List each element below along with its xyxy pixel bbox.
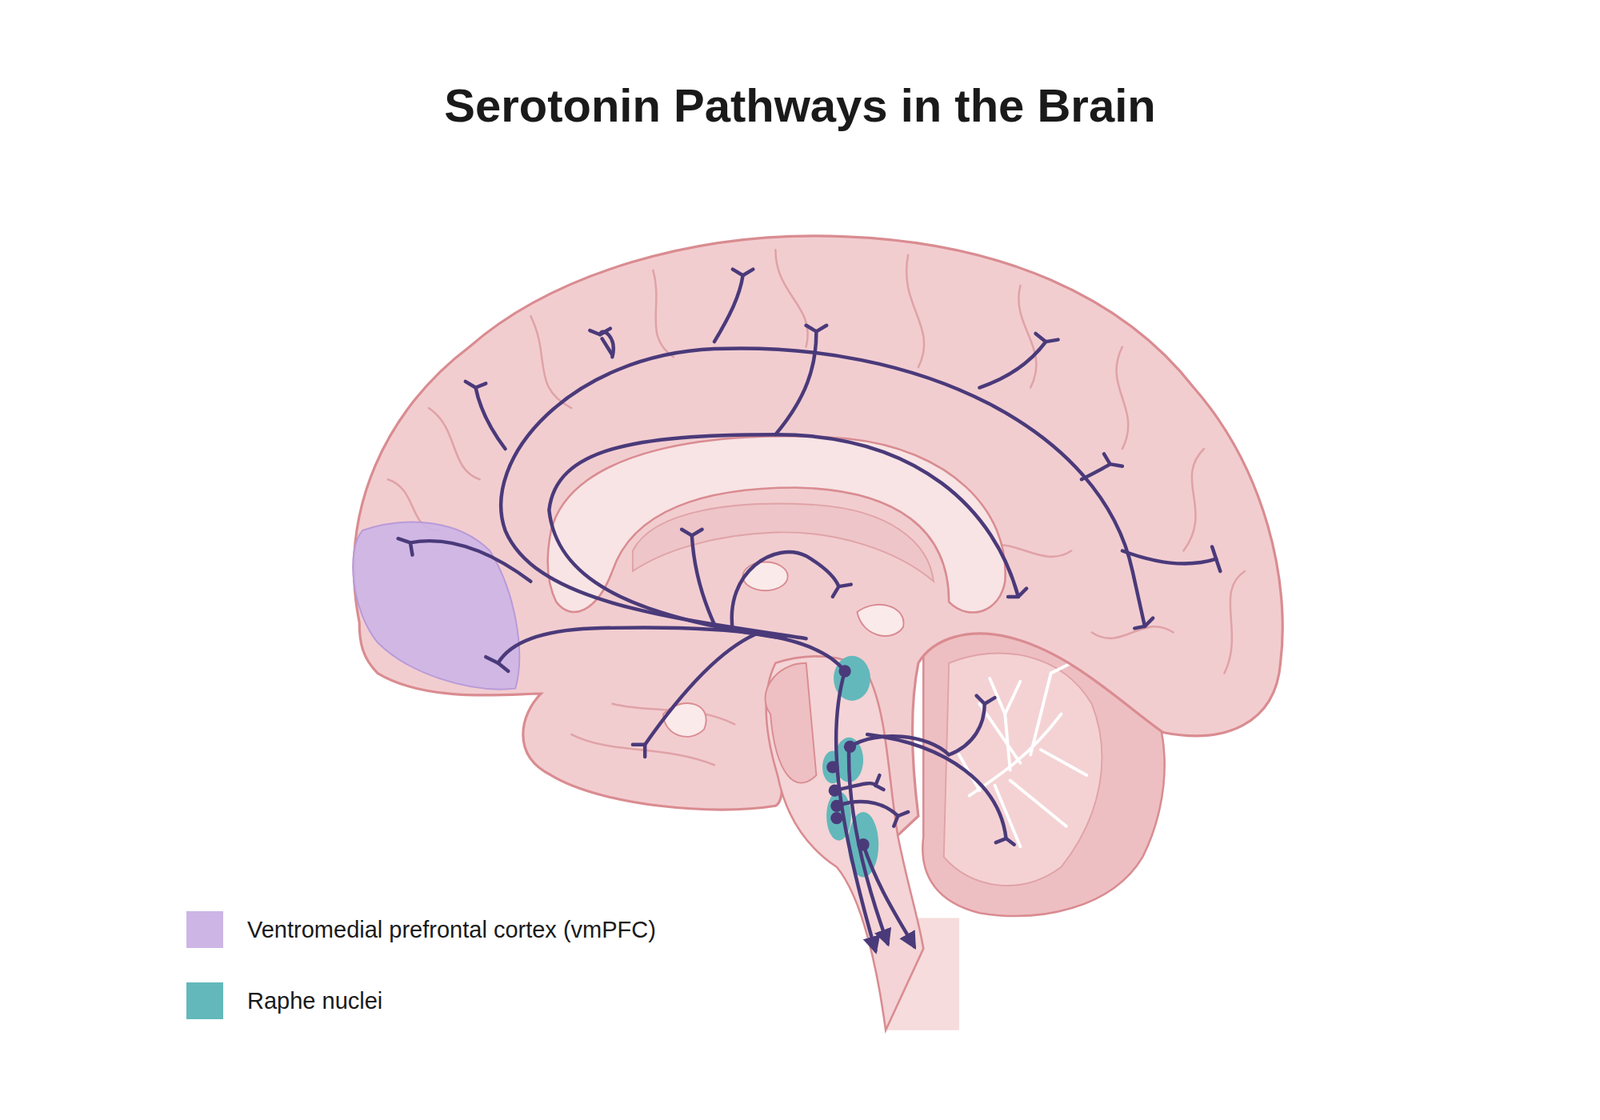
- diagram-title: Serotonin Pathways in the Brain: [0, 78, 1600, 132]
- legend-swatch: [186, 982, 224, 1020]
- legend-text: Ventromedial prefrontal cortex (vmPFC): [247, 916, 656, 944]
- legend-swatch: [186, 911, 224, 948]
- legend-text: Raphe nuclei: [247, 988, 383, 1015]
